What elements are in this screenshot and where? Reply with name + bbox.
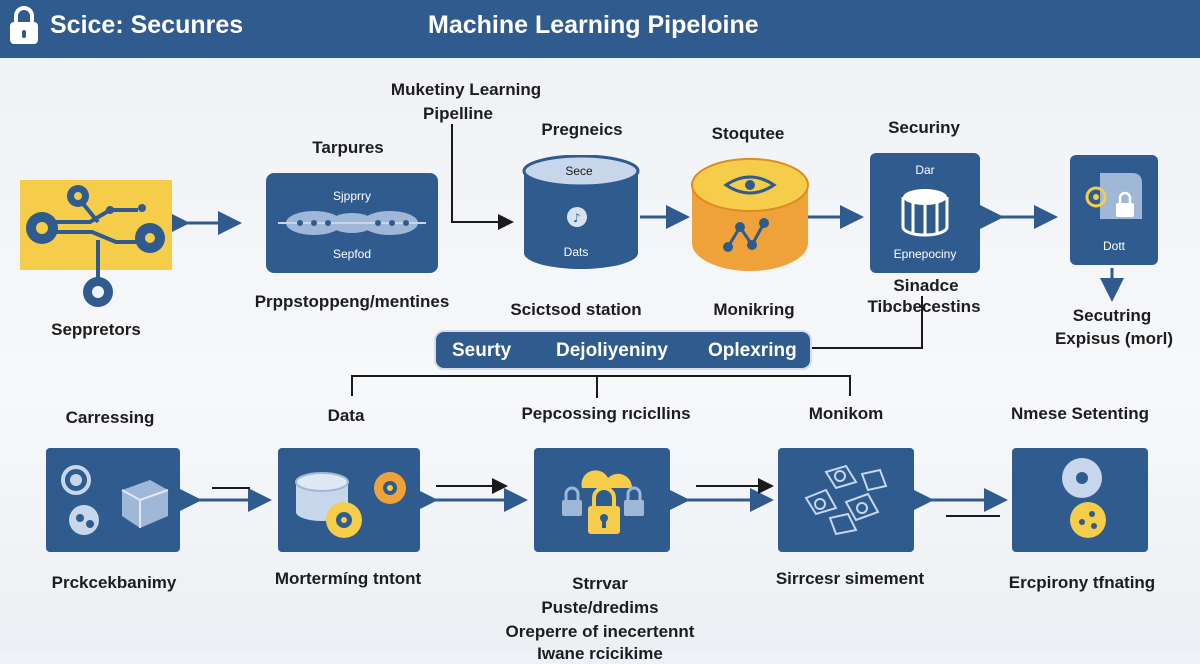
top-node6-bottom-line1: Secutring [1072, 306, 1152, 325]
top-node3-inner-top: Sece [565, 164, 593, 178]
network-gears-icon [20, 180, 172, 307]
bottom-node4-top-label: Monikom [808, 404, 884, 423]
top-node5-box[interactable]: Dar Epnepociny [870, 153, 980, 273]
bottom-node2-top-label: Data [327, 406, 365, 425]
banner-pill[interactable]: Seurty Dejoliyeniny Oplexring [434, 330, 812, 370]
bottom-node5-box[interactable] [1012, 448, 1148, 552]
bottom-node5-bottom-label: Ercpirony tfnating [1008, 573, 1156, 592]
shapes-icon [804, 464, 888, 536]
top-node5-bottom-line2: Tibcbecestins [867, 297, 981, 316]
drum-icon [901, 189, 949, 237]
bottom-node3-bottom-line1: Strrvar [572, 574, 628, 593]
top-node3-top-label: Pregneics [541, 120, 623, 139]
bottom-node3-bottom-line4: Iwane rcicikime [537, 644, 663, 663]
bottom-node4-bottom-label: Sirrcesr simement [775, 569, 925, 588]
music-note-icon: ♪ [573, 211, 581, 225]
top-node1-label: Seppretors [51, 320, 141, 339]
pipeline-connector [451, 124, 514, 230]
bottom-node1-bottom-label: Prckcekbanimy [51, 573, 177, 592]
top-node2-box[interactable]: Sjpprry Sepfod [266, 173, 438, 273]
top-node2-bottom-label: Prppstoppeng/mentines [254, 292, 450, 311]
banner-item-3[interactable]: Oplexring [708, 340, 797, 361]
cloud-lock-icon [562, 470, 644, 534]
bottom-node2-bottom-label: Mortermíng tntont [274, 569, 422, 588]
bottom-node3-bottom-line2: Puste/dredims [541, 598, 659, 617]
pipeline-title-line2: Pipelline [423, 104, 493, 123]
top-node3-bottom-label: Scictsod station [510, 300, 642, 319]
eye-icon [723, 175, 777, 195]
bottom-node3-top-label: Pepcossing rıcicllins [521, 404, 691, 423]
top-node6-box[interactable]: Dott [1070, 155, 1158, 265]
top-node4-top-label: Stoqutee [711, 124, 785, 143]
top-node3-inner-bottom: Dats [563, 245, 589, 259]
page-title: Machine Learning Pipeloine [428, 11, 759, 39]
top-node5-inner-top: Dar [915, 163, 935, 177]
header-bar [0, 0, 1200, 58]
banner-item-1[interactable]: Seurty [452, 340, 512, 361]
disc-icon [1062, 458, 1106, 538]
database-gear-icon [295, 472, 406, 538]
top-node2-inner-bottom: Sepfod [332, 247, 372, 261]
top-node6-bottom-line2: Expisus (morl) [1054, 329, 1174, 348]
bottom-node4-box[interactable] [778, 448, 914, 552]
top-node2-inner-top: Sjpprry [332, 189, 372, 203]
top-node6-inner-bottom: Dott [1102, 239, 1126, 253]
top-node4-bottom-label: Monikring [713, 300, 795, 319]
box-icon [61, 465, 169, 535]
bottom-node3-bottom-line3: Oreperre of inecertennt [505, 622, 695, 641]
bottom-node5-top-label: Nmese Setenting [1011, 404, 1149, 423]
banner-item-2[interactable]: Dejoliyeniny [556, 340, 668, 361]
pipeline-title-line1: Muketiny Learning [390, 80, 542, 99]
top-node2-top-label: Tarpures [312, 138, 384, 157]
eye-analytics-icon[interactable] [690, 157, 810, 273]
bottom-node1-box[interactable] [46, 448, 180, 552]
padlock-gear-icon [1085, 173, 1142, 219]
network-icon [278, 211, 426, 235]
header-left-title: Scice: Secunres [50, 11, 244, 39]
banner-connector-bottom [351, 375, 851, 396]
bottom-node2-box[interactable] [278, 448, 420, 552]
bottom-node1-top-label: Carressing [65, 408, 155, 427]
top-node5-bottom-line1: Sinadce [893, 276, 959, 295]
lock-icon [10, 6, 38, 44]
database-icon[interactable]: ♪ [522, 155, 640, 271]
top-node5-inner-bottom: Epnepociny [893, 247, 957, 261]
bottom-node3-box[interactable] [534, 448, 670, 552]
top-node5-top-label: Securiny [888, 118, 960, 137]
